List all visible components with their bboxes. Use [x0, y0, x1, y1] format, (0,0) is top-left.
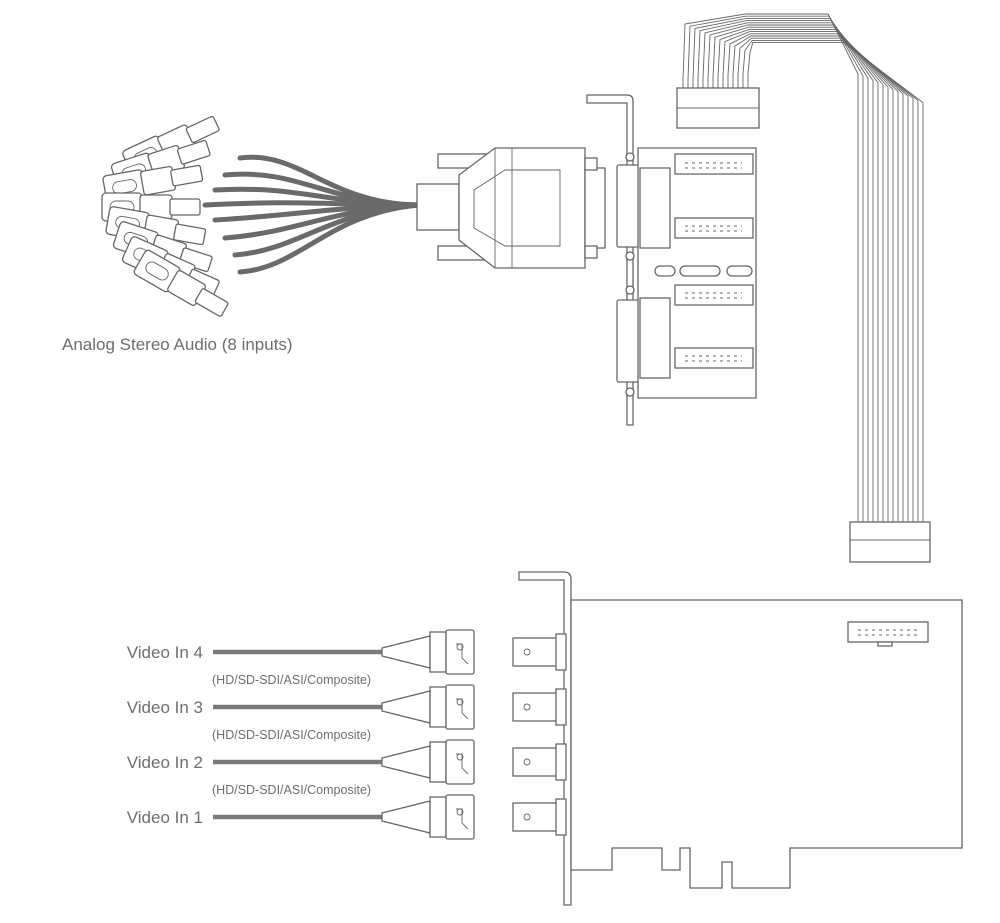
video-input-format-note: (HD/SD-SDI/ASI/Composite) [212, 673, 371, 687]
breakout-bracket [586, 94, 757, 426]
video-input-4: Video In 4 (HD/SD-SDI/ASI/Composite) [127, 629, 475, 687]
video-input-label: Video In 2 [127, 753, 203, 772]
bnc-plug [381, 629, 475, 675]
rca-plug-group [101, 115, 229, 317]
bnc-jack [512, 633, 567, 671]
audio-breakout-cable [101, 115, 606, 317]
bnc-jack [512, 688, 567, 726]
audio-label: Analog Stereo Audio (8 inputs) [62, 335, 293, 354]
bnc-plug [381, 739, 475, 785]
video-input-label: Video In 3 [127, 698, 203, 717]
ribbon-wires [682, 13, 924, 522]
video-input-label: Video In 4 [127, 643, 203, 662]
bnc-jack [512, 743, 567, 781]
pin-header [674, 284, 754, 306]
ribbon-connector-bottom [849, 521, 931, 563]
video-input-label: Video In 1 [127, 808, 203, 827]
video-input-cables: Video In 4(HD/SD-SDI/ASI/Composite)Video… [127, 629, 475, 840]
bnc-jack [512, 798, 567, 836]
rca-plug [133, 249, 229, 317]
pin-header [847, 621, 929, 647]
video-input-format-note: (HD/SD-SDI/ASI/Composite) [212, 783, 371, 797]
pin-header [674, 347, 754, 369]
video-input-format-note: (HD/SD-SDI/ASI/Composite) [212, 728, 371, 742]
video-input-2: Video In 2 (HD/SD-SDI/ASI/Composite) [127, 739, 475, 797]
dsub-connector [437, 147, 606, 269]
cable-sleeve [416, 183, 460, 231]
bnc-plug [381, 684, 475, 730]
pin-header [674, 153, 754, 175]
ribbon-cable [676, 13, 931, 563]
video-input-1: Video In 1 [127, 794, 475, 840]
capture-card [512, 571, 963, 906]
pin-header [674, 217, 754, 239]
video-input-3: Video In 3 (HD/SD-SDI/ASI/Composite) [127, 684, 475, 742]
audio-cable-bundle [202, 154, 423, 275]
bnc-plug [381, 794, 475, 840]
